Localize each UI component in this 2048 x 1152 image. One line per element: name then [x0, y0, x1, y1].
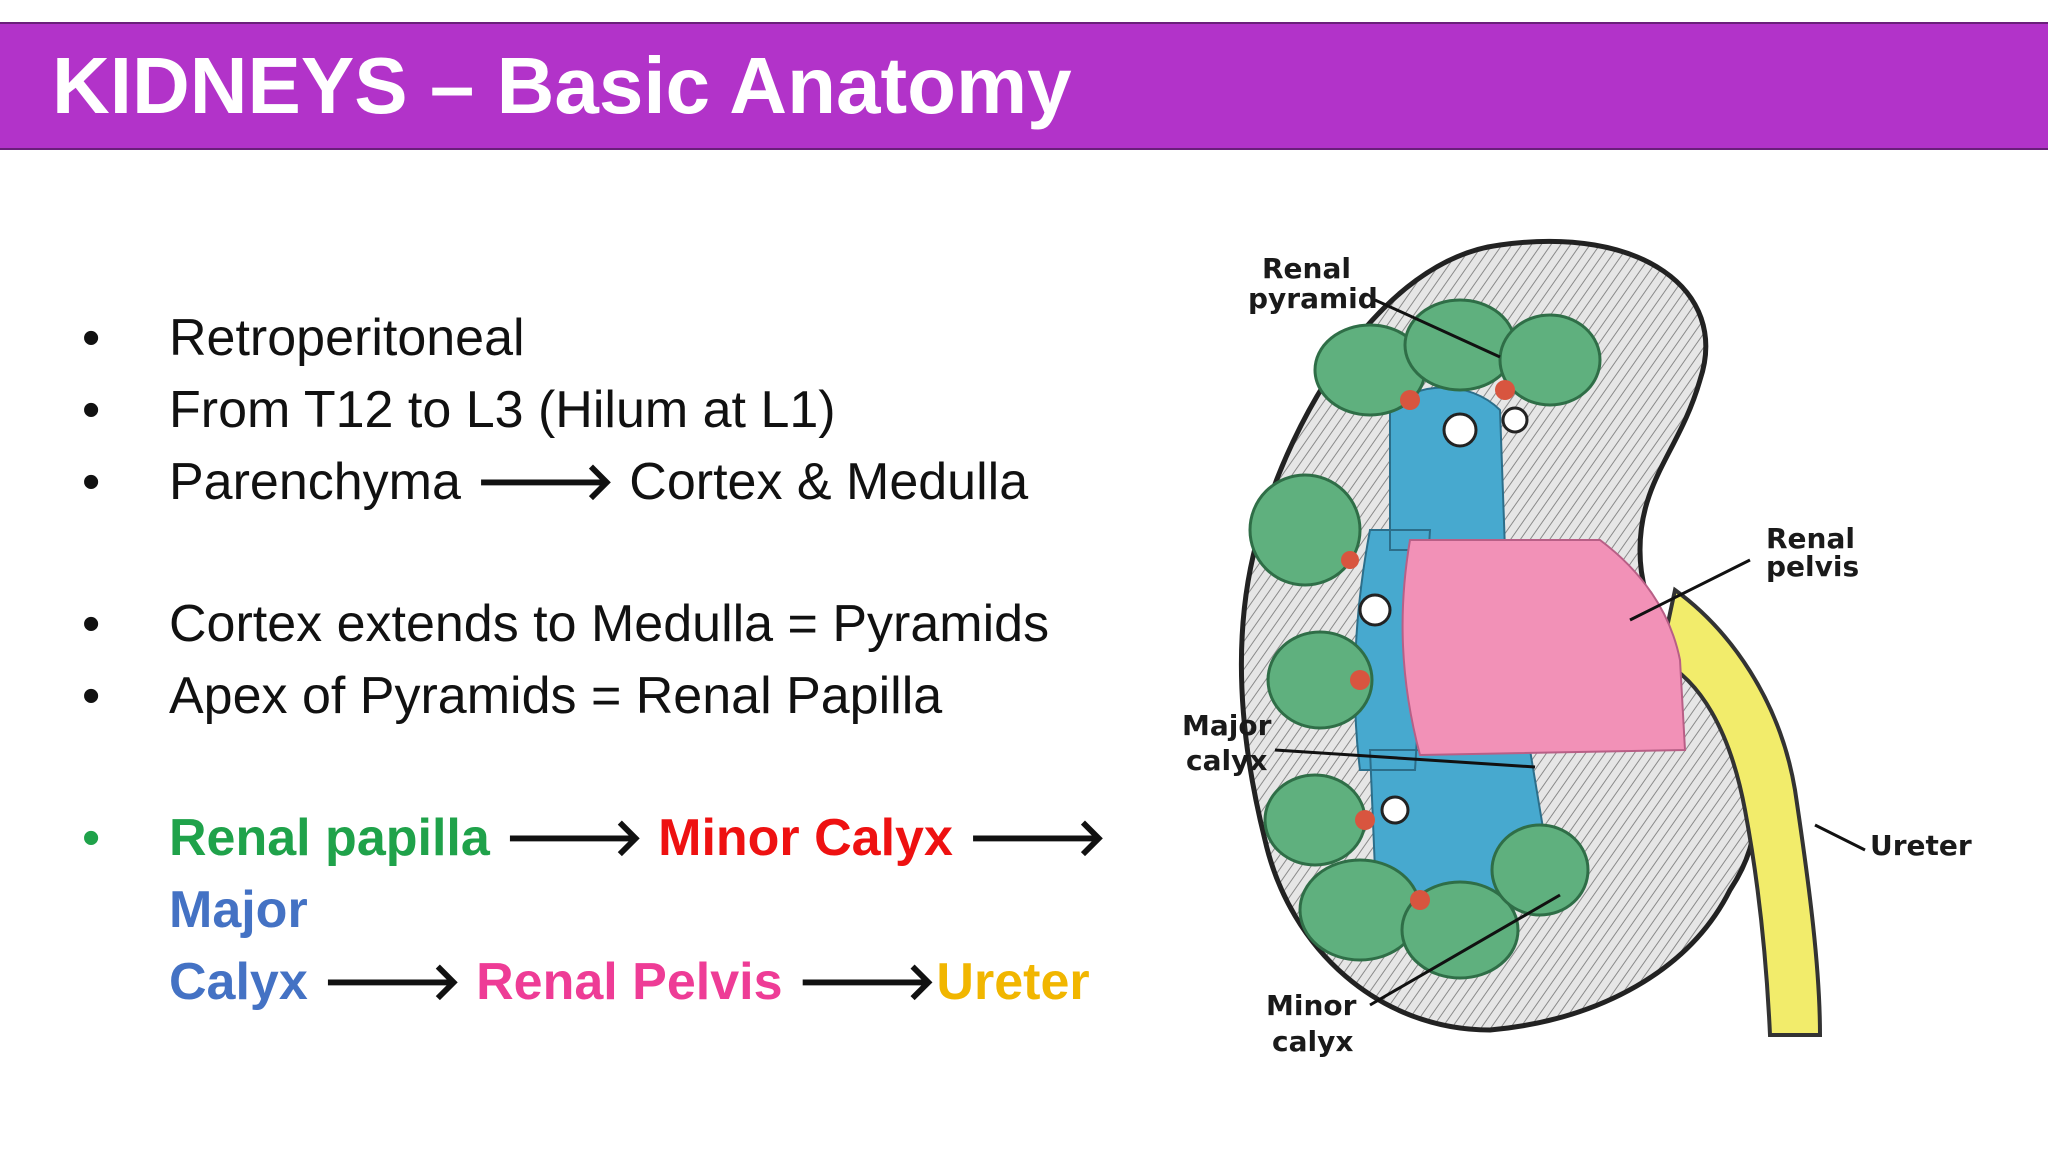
- label-renal-pyramid-line1: Renal: [1262, 252, 1351, 285]
- leader-line-major-calyx: [1274, 748, 1536, 769]
- right-arrow-icon: 🡒: [796, 953, 937, 1011]
- bullet-text: Parenchyma 🡒 Cortex & Medulla: [169, 446, 1028, 518]
- pyramid: [1266, 630, 1374, 730]
- leader-line-renal-pyramid: [1374, 298, 1501, 359]
- flow-ureter: Ureter: [936, 953, 1090, 1011]
- bullet-dot: •: [82, 667, 101, 725]
- label-ureter: Ureter: [1870, 829, 1972, 862]
- leader-line-ureter: [1814, 823, 1866, 852]
- renal-pyramids: [1248, 298, 1602, 980]
- bullet-text: Renal papilla 🡒 Minor Calyx 🡒 Major Caly…: [169, 802, 1142, 1018]
- minor-calyx-spots: [1341, 380, 1515, 910]
- pyramid: [1400, 880, 1520, 980]
- flow-major-calyx-part2: Calyx: [169, 953, 308, 1011]
- label-renal-pelvis-line1: Renal: [1766, 522, 1855, 555]
- bullet-dot: •: [82, 381, 101, 439]
- bullet-retroperitoneal: • Retroperitoneal: [82, 302, 1142, 374]
- vessel-openings: [1358, 406, 1529, 825]
- kidney-diagram: Renal pyramid Renal pelvis Major calyx M…: [1182, 238, 1972, 1058]
- label-renal-pyramid-line2: pyramid: [1248, 282, 1378, 315]
- bullet-text: Apex of Pyramids = Renal Papilla: [169, 667, 943, 725]
- bullet-dot: •: [82, 309, 101, 367]
- right-arrow-icon: 🡒: [475, 453, 615, 511]
- pyramid: [1498, 313, 1602, 407]
- cortex-medulla-label: Cortex & Medulla: [629, 453, 1029, 511]
- label-major-calyx-line1: Major: [1182, 709, 1272, 742]
- label-renal-pelvis-line2: pelvis: [1766, 550, 1859, 583]
- bullet-list: • Retroperitoneal • From T12 to L3 (Hilu…: [82, 302, 1142, 1018]
- bullet-cortex-pyramids: • Cortex extends to Medulla = Pyramids: [82, 588, 1142, 660]
- bullet-text: From T12 to L3 (Hilum at L1): [169, 381, 836, 439]
- label-minor-calyx-line1: Minor: [1266, 989, 1357, 1022]
- parenchyma-label: Parenchyma: [169, 453, 461, 511]
- bullet-urine-flow: • Renal papilla 🡒 Minor Calyx 🡒 Major Ca…: [82, 802, 1142, 1018]
- pyramid: [1263, 773, 1367, 867]
- flow-renal-papilla: Renal papilla: [169, 809, 490, 867]
- bullet-dot: •: [82, 453, 101, 511]
- flow-major-calyx-part1: Major: [169, 881, 308, 939]
- bullet-text: Retroperitoneal: [169, 309, 525, 367]
- renal-pelvis-region: [1401, 539, 1687, 757]
- right-arrow-icon: 🡒: [504, 809, 644, 867]
- pyramid: [1248, 473, 1362, 587]
- bullet-apex-papilla: • Apex of Pyramids = Renal Papilla: [82, 660, 1142, 732]
- label-major-calyx-line2: calyx: [1186, 744, 1267, 777]
- title-bar: KIDNEYS – Basic Anatomy: [0, 22, 2048, 150]
- pyramid: [1490, 823, 1590, 917]
- label-minor-calyx-line2: calyx: [1272, 1025, 1353, 1058]
- bullet-parenchyma: • Parenchyma 🡒 Cortex & Medulla: [82, 446, 1142, 518]
- bullet-dot: •: [82, 595, 101, 653]
- leader-line-minor-calyx: [1369, 893, 1561, 1007]
- flow-renal-pelvis: Renal Pelvis: [476, 953, 783, 1011]
- pyramid: [1403, 298, 1517, 392]
- leader-line-renal-pelvis: [1629, 558, 1751, 622]
- bullet-vertebral-level: • From T12 to L3 (Hilum at L1): [82, 374, 1142, 446]
- right-arrow-icon: 🡒: [967, 809, 1107, 867]
- ureter-tube: [1657, 586, 1823, 1037]
- page-title: KIDNEYS – Basic Anatomy: [52, 41, 1072, 130]
- bullet-text: Cortex extends to Medulla = Pyramids: [169, 595, 1050, 653]
- flow-minor-calyx: Minor Calyx: [658, 809, 953, 867]
- pyramid: [1298, 858, 1422, 962]
- bullet-dot: •: [82, 809, 101, 867]
- right-arrow-icon: 🡒: [322, 953, 462, 1011]
